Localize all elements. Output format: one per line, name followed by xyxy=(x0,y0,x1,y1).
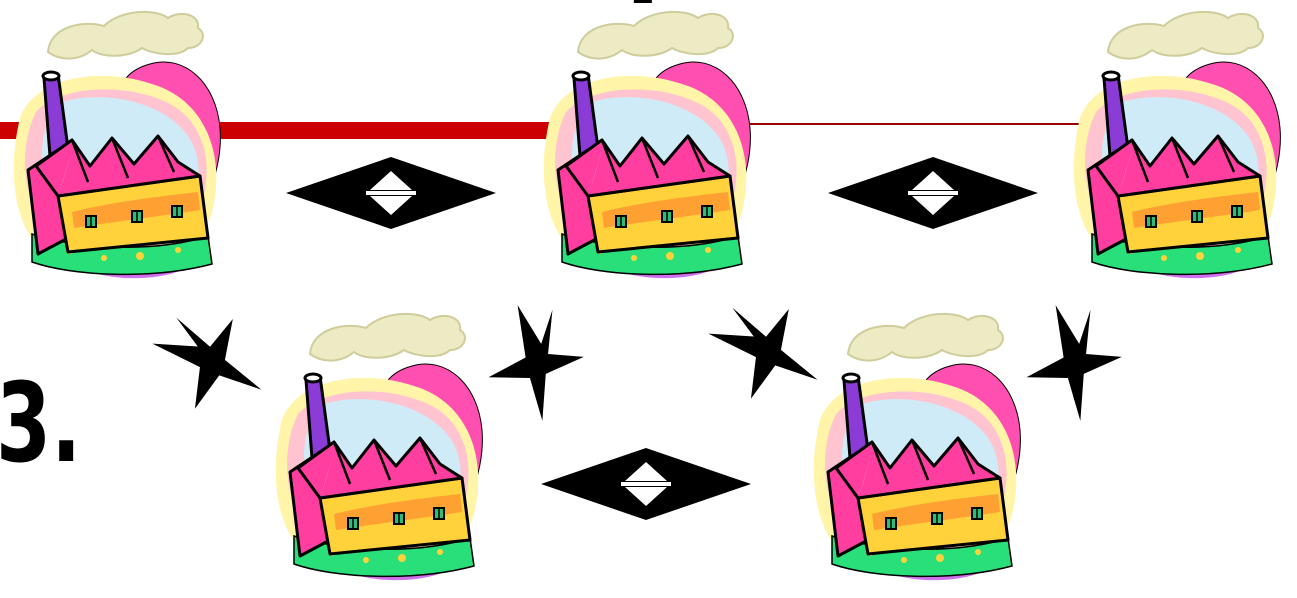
double-arrow-icon xyxy=(541,448,751,520)
factory-icon-bottom-right xyxy=(812,312,1022,582)
factory-icon-top-left xyxy=(12,10,222,280)
factory-icon-top-right xyxy=(1072,10,1282,280)
lightning-bolt-icon xyxy=(703,283,827,416)
rule-thin xyxy=(560,123,1120,125)
double-arrow-icon xyxy=(286,157,496,229)
lightning-bolt-icon xyxy=(147,293,271,426)
lightning-bolt-icon xyxy=(477,295,597,426)
lightning-bolt-icon xyxy=(1015,295,1135,426)
factory-icon-bottom-left xyxy=(274,312,484,582)
double-arrow-icon xyxy=(828,157,1038,229)
factory-icon-top-center xyxy=(542,10,752,280)
